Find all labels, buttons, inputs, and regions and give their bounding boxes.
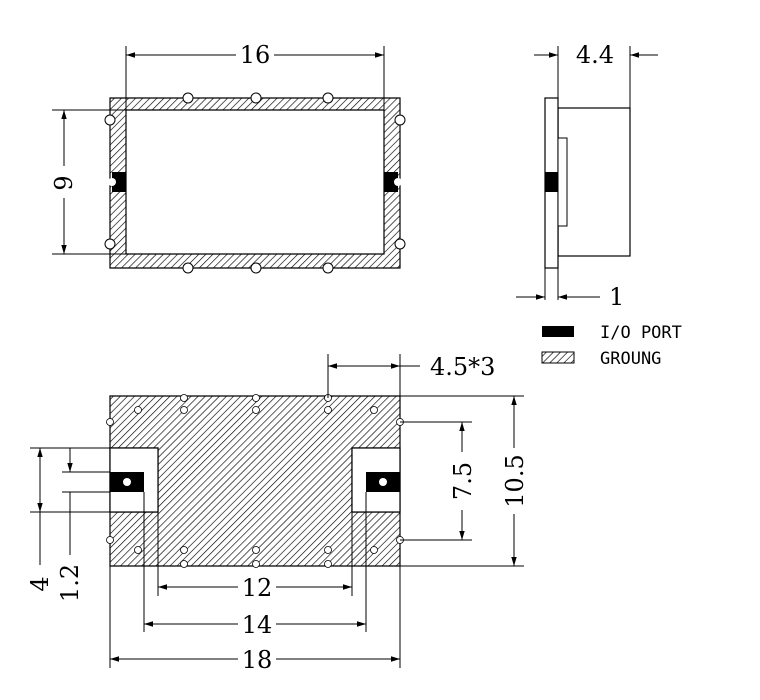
side-view: 4.4 1	[516, 41, 658, 311]
bottom-pad-left	[110, 472, 144, 492]
legend-io-label: I/O PORT	[600, 323, 682, 343]
top-view-frame	[109, 97, 401, 269]
top-view-notches	[104, 92, 406, 274]
side-io-port	[545, 172, 558, 192]
dim-label-18: 18	[242, 646, 273, 674]
dim-4-4: 4.4	[534, 41, 658, 108]
top-view-io-port-right	[384, 172, 402, 192]
dim-4-5x3: 4.5*3	[327, 353, 495, 398]
dim-label-1: 1	[609, 283, 624, 311]
ground-vias	[106, 394, 404, 568]
bottom-pad-right	[366, 472, 400, 492]
bottom-view: 4.5*3 7.5 10.5 4	[26, 353, 529, 674]
dim-label-4-4: 4.4	[576, 41, 614, 69]
dim-label-9: 9	[50, 175, 78, 190]
legend-io-swatch	[542, 326, 574, 337]
dim-1-2: 1.2	[56, 448, 110, 602]
dim-14: 14	[144, 611, 366, 639]
legend-ground-swatch	[541, 351, 575, 364]
dim-10-5: 10.5	[400, 395, 529, 567]
dim-label-14: 14	[242, 611, 273, 639]
dim-12: 12	[158, 574, 352, 602]
side-step	[557, 137, 568, 227]
dim-18: 18	[110, 646, 400, 674]
top-view: 16 9	[50, 41, 406, 274]
dim-label-4-5x3: 4.5*3	[430, 353, 495, 381]
side-body	[557, 107, 631, 257]
legend: I/O PORT GROUNG	[541, 323, 682, 369]
dim-label-12: 12	[242, 574, 273, 602]
dim-9: 9	[50, 109, 126, 255]
dim-16: 16	[125, 41, 385, 110]
dim-label-7-5: 7.5	[449, 462, 477, 500]
top-view-io-port-left	[108, 172, 126, 192]
dim-1: 1	[516, 283, 624, 311]
legend-ground-label: GROUNG	[600, 349, 661, 369]
dim-label-16: 16	[240, 41, 271, 69]
dim-label-1-2: 1.2	[56, 564, 84, 602]
dim-label-10-5: 10.5	[501, 454, 529, 507]
dim-label-4: 4	[26, 576, 54, 591]
dim-7-5: 7.5	[400, 421, 477, 541]
